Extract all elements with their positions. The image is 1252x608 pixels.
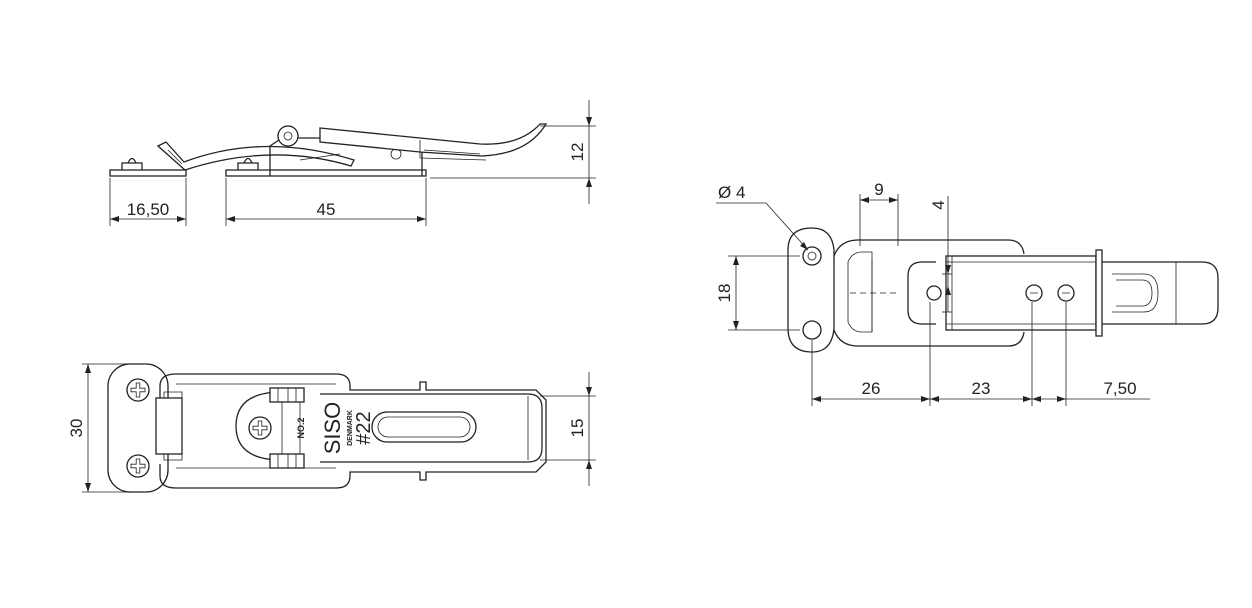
dim-23: 23: [972, 379, 991, 398]
marking-number: NO.2: [296, 417, 306, 438]
top-dimensions: 30 15: [67, 363, 596, 493]
dim-16-50: 16,50: [127, 200, 170, 219]
dim-45: 45: [317, 200, 336, 219]
dim-12: 12: [568, 143, 587, 162]
top-view: NO.2 SISO DENMARK #22: [107, 363, 547, 493]
marking-country: DENMARK: [347, 410, 354, 446]
dim-26: 26: [862, 379, 881, 398]
dim-hole-diameter: Ø 4: [718, 183, 745, 202]
dim-7-50: 7,50: [1103, 379, 1136, 398]
marking-model: #22: [353, 411, 375, 444]
dim-15: 15: [568, 419, 587, 438]
marking-brand: SISO: [320, 402, 345, 455]
dim-30: 30: [67, 419, 86, 438]
dim-4: 4: [929, 200, 948, 209]
catch-dimensions: Ø 4 18 9 4 26 23 7,50: [715, 180, 1150, 406]
catch-view: [787, 227, 1219, 353]
dim-18: 18: [715, 284, 734, 303]
side-view: [109, 123, 548, 177]
side-dimensions: 16,50 45 12: [109, 100, 596, 226]
dim-9: 9: [874, 180, 883, 199]
